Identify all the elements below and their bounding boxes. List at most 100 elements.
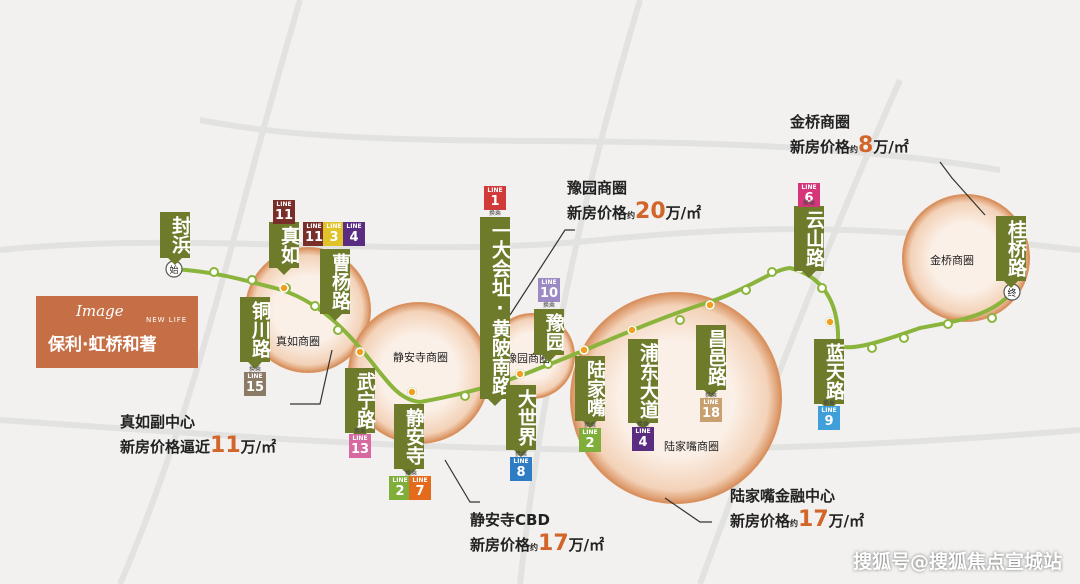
station-zhenru[interactable]: 真如 [269,222,300,275]
price-approx: 约 [790,519,799,528]
line-number: 6 [804,191,814,206]
transfer-note: 换乘 [704,392,717,399]
callout-price: 新房价格逼近11万/㎡ [120,434,276,462]
leader-lines [290,161,986,523]
line-number: 18 [701,406,721,421]
price-value: 20 [635,199,666,224]
station-lantianlu[interactable]: 蓝天路 [814,339,845,411]
end-terminal-label: 终 [1007,287,1016,299]
price-value: 17 [538,531,569,556]
callout-title: 真如副中心 [120,413,196,431]
station-yuyuan[interactable]: 豫园 [534,309,565,362]
line-number: 11 [304,230,324,245]
circle-label-zhenru: 真如商圈 [276,335,320,348]
station-dot [987,313,997,323]
station-pudongdadao[interactable]: 浦东大道 [628,339,659,430]
callout-price: 新房价格约17万/㎡ [470,532,604,560]
line-word: LINE [247,373,263,380]
project-logo: Image NEW LIFE 保利·虹桥和著 [36,296,198,368]
watermark: 搜狐号@搜狐焦点宣城站 [852,551,1062,573]
transfer-note: 换乘 [822,400,835,407]
line-word: LINE [306,223,322,230]
price-unit: 万/㎡ [240,438,277,456]
line-word: LINE [801,184,817,191]
line-number: 10 [539,286,559,301]
callout-title: 豫园商圈 [567,179,628,197]
line-word: LINE [276,201,292,208]
line-number: 1 [490,194,500,209]
station-dot [310,301,320,311]
station-dashijie[interactable]: 大世界 [506,385,537,457]
station-guiqiaolu[interactable]: 桂桥路 [996,216,1027,288]
callout-price: 新房价格约8万/㎡ [790,134,909,162]
line-number: 11 [274,208,294,223]
price-unit: 万/㎡ [568,536,605,554]
line-word: LINE [582,429,598,436]
station-caoyanglu[interactable]: 曹杨路 [320,249,351,321]
line-number: 9 [824,414,834,429]
price-unit: 万/㎡ [873,138,909,156]
price-value: 17 [798,507,829,532]
transfer-dot [705,300,715,310]
transfer-dot [627,325,637,335]
station-dot [899,333,909,343]
transfer-note: 换乘 [353,428,366,435]
line-number: 3 [329,230,339,245]
line-word: LINE [703,399,719,406]
transfer-note: 换乘 [514,451,527,458]
station-dot [741,285,751,295]
transfer-dot [279,283,289,293]
logo-script: Image [76,302,124,320]
line-word: LINE [635,428,651,435]
price-approx: 约 [850,145,859,154]
price-value: 11 [210,433,241,458]
line-number: 7 [415,484,425,499]
station-fengbang[interactable]: 封浜 [160,212,191,265]
station-changyilu[interactable]: 昌邑路 [696,325,727,397]
callout-price: 新房价格约20万/㎡ [567,200,701,228]
callout-title: 静安寺CBD [470,511,550,529]
start-terminal-label: 始 [169,264,178,276]
line-number: 4 [638,435,648,450]
callout-price: 新房价格约17万/㎡ [730,508,864,536]
station-dot [817,283,827,293]
line-word: LINE [487,187,503,194]
logo-brand: 保利·虹桥和著 [48,335,157,355]
station-dot [767,267,777,277]
station-dot [247,275,257,285]
transfer-note: 换乘 [248,366,261,373]
price-prefix: 新房价格 [470,536,531,554]
station-wuninglu[interactable]: 武宁路 [345,368,376,440]
transfer-dot [355,347,365,357]
transfer-note: 换乘 [636,421,649,428]
transfer-note: 换乘 [404,470,417,477]
callout-lujiazui: 陆家嘴金融中心 新房价格约17万/㎡ [730,484,864,536]
line-word: LINE [392,477,408,484]
station-jingansi[interactable]: 静安寺 [394,404,425,476]
station-yunshanlu[interactable]: 云山路 [794,206,825,278]
station-tongchuanlu[interactable]: 铜川路 [240,297,271,369]
price-approx: 约 [627,211,636,220]
transfer-dot [825,317,835,327]
station-lujiazui[interactable]: 陆家嘴 [575,356,606,428]
line-number: 15 [245,380,265,395]
station-huangpinanlu[interactable]: 一大会址·黄陂南路 [480,217,511,406]
price-prefix: 新房价格 [790,138,851,156]
transfer-dot [515,369,525,379]
logo-tagline: NEW LIFE [146,316,188,324]
station-dot [943,319,953,329]
